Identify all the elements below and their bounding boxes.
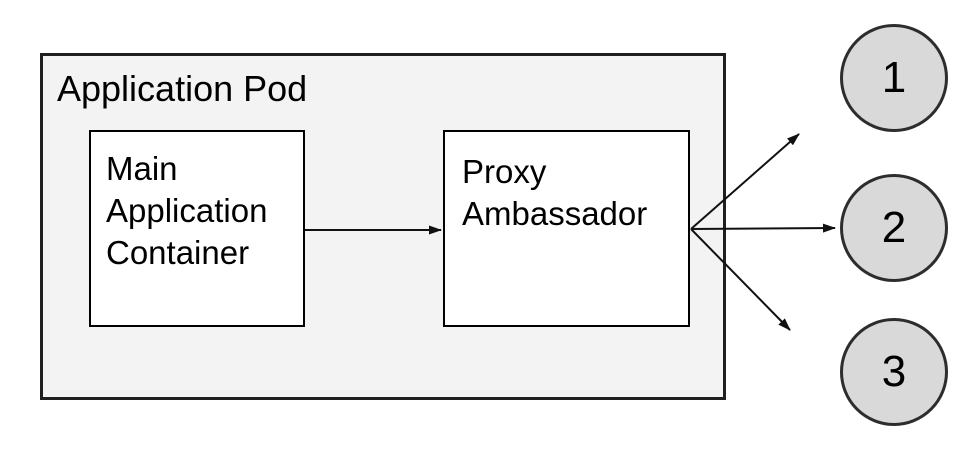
application-pod-label: Application Pod [57, 68, 308, 109]
endpoint-3-label: 3 [881, 347, 907, 396]
endpoint-circle-3: 3 [840, 318, 948, 426]
endpoint-circle-2: 2 [840, 174, 948, 282]
endpoint-2-label: 2 [881, 203, 907, 252]
node-proxy-ambassador: Proxy Ambassador [443, 130, 690, 327]
node-main-application-container-label: Main Application Container [106, 150, 268, 271]
node-proxy-ambassador-label: Proxy Ambassador [462, 153, 648, 232]
endpoint-1-label: 1 [881, 53, 907, 102]
endpoint-circle-1: 1 [840, 24, 948, 132]
node-main-application-container: Main Application Container [89, 130, 305, 327]
